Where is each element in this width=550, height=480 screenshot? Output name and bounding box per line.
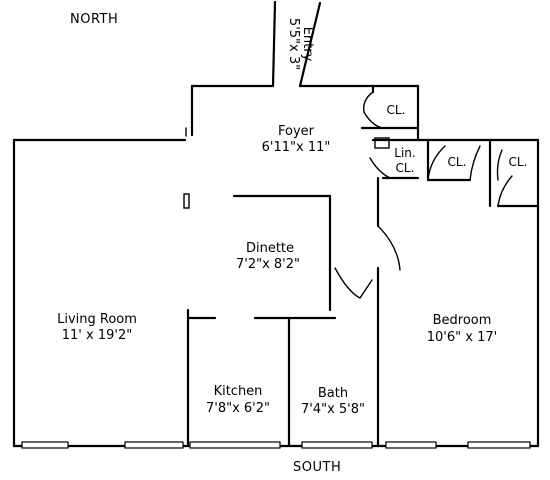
south-label: SOUTH (293, 460, 341, 475)
svg-text:Entry: Entry (300, 27, 315, 62)
entry-corridor (271, 0, 322, 88)
north-label: NORTH (70, 12, 118, 27)
foyer-label: Foyer (278, 124, 315, 139)
bath-label: Bath (318, 386, 348, 401)
linen-sub: CL. (396, 161, 415, 175)
linen-label: Lin. (394, 146, 415, 160)
svg-text:5'5"x 3": 5'5"x 3" (286, 18, 301, 70)
closet-hall-label: CL. (448, 155, 467, 169)
closet-bedroom-label: CL. (509, 155, 528, 169)
living-label: Living Room (57, 312, 137, 327)
dinette-dims: 7'2"x 8'2" (236, 257, 300, 272)
foyer-dims: 6'11"x 11" (262, 140, 331, 155)
bedroom-dims: 10'6" x 17' (427, 330, 497, 345)
dinette-label: Dinette (246, 241, 294, 256)
south-windows (21, 441, 531, 449)
interior-walls (183, 84, 540, 448)
kitchen-dims: 7'8"x 6'2" (206, 401, 270, 416)
living-dims: 11' x 19'2" (62, 328, 132, 343)
closet-foyer-label: CL. (387, 103, 406, 117)
entry-label: Entry 5'5"x 3" (286, 18, 315, 70)
bedroom-label: Bedroom (433, 313, 492, 328)
bath-dims: 7'4"x 5'8" (301, 402, 365, 417)
kitchen-label: Kitchen (214, 384, 263, 399)
